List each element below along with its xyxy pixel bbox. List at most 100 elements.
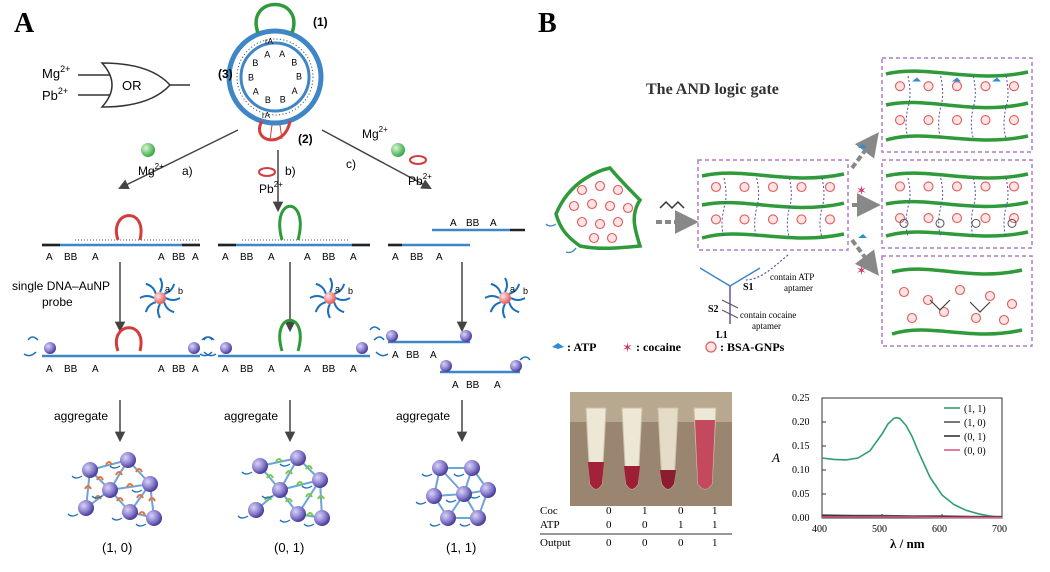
bsa-gnp <box>710 214 722 225</box>
tail <box>131 489 143 493</box>
arrow-to-both-box <box>850 238 879 276</box>
gnp-legend-icon <box>705 341 717 353</box>
bsa-gnp <box>898 286 910 298</box>
strand-letter: A <box>304 364 311 375</box>
atp-aptamer-2: aptamer <box>784 283 813 293</box>
atp-aptamer-1: contain ATP <box>770 272 814 282</box>
bound-cocaine <box>971 218 981 228</box>
bsa-gnp <box>576 184 588 196</box>
cocaine-marker-2: ✶ <box>856 263 867 278</box>
branch-b-ion: Pb2+ <box>259 180 283 196</box>
aggregate-row: aggregate aggregate aggregate (1, 0) (0,… <box>54 400 496 555</box>
strand-letter: BB <box>240 364 254 375</box>
strand-letter: A <box>46 364 53 375</box>
tail <box>109 465 121 469</box>
probe-b-label: b <box>178 286 183 296</box>
dna-strand <box>502 303 506 319</box>
strand-letter: A <box>392 350 399 361</box>
tail <box>261 495 273 499</box>
probe-b-label: b <box>348 286 353 296</box>
ring-label-2: (2) <box>298 132 313 146</box>
truth-cell: 0 <box>642 537 648 549</box>
loop-marker <box>96 476 104 481</box>
bsa-gnp <box>951 181 963 192</box>
aggregate-cluster-a <box>67 452 162 527</box>
dna-strand <box>489 301 502 313</box>
series-line <box>822 516 1002 519</box>
bsa-gnp <box>922 294 934 306</box>
bsa-gnp <box>951 81 963 92</box>
dna-strand <box>329 277 333 293</box>
bsa-gnp <box>894 114 906 126</box>
gate-input-pb: Pb2+ <box>42 86 68 103</box>
nanoparticle <box>470 510 486 526</box>
strand-letter: A <box>452 380 459 391</box>
bsa-gnp <box>588 232 600 244</box>
polymer-chain <box>885 69 1029 78</box>
strand-letter: A <box>222 252 229 263</box>
ring-letter: B <box>291 58 297 68</box>
bsa-gnp <box>739 214 750 225</box>
tail <box>445 499 457 503</box>
bsa-gnp <box>622 202 634 214</box>
bsa-gnp <box>980 181 991 192</box>
loop-marker <box>285 498 293 503</box>
bsa-gnp <box>894 81 906 92</box>
branch-b-step: b) <box>285 164 296 178</box>
strand-letter: BB <box>64 252 78 263</box>
s2-label: S2 <box>708 304 719 315</box>
x-tick-label: 500 <box>872 524 887 535</box>
bsa-gnp <box>796 181 807 193</box>
crosslinker <box>786 177 792 238</box>
strand-letter: BB <box>466 218 480 229</box>
pb-ion-c <box>409 155 427 165</box>
truth-cell: 0 <box>606 519 612 531</box>
coc-aptamer-1: contain cocaine <box>740 310 796 320</box>
loop-marker <box>135 468 143 473</box>
aggregate-label-b: aggregate <box>224 409 278 423</box>
dna-strand <box>159 277 163 293</box>
bsa-gnp <box>739 181 750 193</box>
coc-aptamer-2: aptamer <box>752 321 781 331</box>
y-tick-label: 0.00 <box>792 513 810 524</box>
strand-letter: A <box>268 252 275 263</box>
strand-letter: BB <box>172 364 186 375</box>
bsa-gnp <box>1008 213 1020 224</box>
y-tick-label: 0.10 <box>792 465 810 476</box>
bsa-gnp <box>970 312 982 324</box>
bsa-gnp <box>568 200 580 212</box>
truth-row-label: Coc <box>540 505 558 517</box>
loop-marker <box>305 465 313 470</box>
tail <box>67 513 79 517</box>
nanoparticle <box>248 502 264 518</box>
ring-label-1: (1) <box>313 15 328 29</box>
nanoparticle <box>290 506 306 522</box>
x-tick-label: 600 <box>932 524 947 535</box>
branch-a-step: a) <box>182 164 193 178</box>
strand-letter: BB <box>64 364 78 375</box>
bsa-gnp <box>980 81 991 92</box>
output-c: (1, 1) <box>446 540 476 555</box>
truth-cell: 0 <box>678 505 684 517</box>
bsa-gnp <box>980 114 991 126</box>
strand-letter: BB <box>172 252 186 263</box>
strand-letter: A <box>450 218 457 229</box>
dna-strand <box>508 301 520 314</box>
ring-letter: A <box>292 86 298 96</box>
polymer-chain <box>885 171 1029 180</box>
or-gate-symbol <box>100 62 172 108</box>
tail <box>279 519 291 523</box>
nanoparticle <box>426 488 442 504</box>
strand-letter: A <box>192 364 199 375</box>
bsa-gnp <box>796 214 807 225</box>
panel-b-legend: : ATP ✶ : cocaine : BSA-GNPs <box>552 340 785 355</box>
ring-ra-top: rA <box>265 37 274 46</box>
polymer-chain <box>554 166 643 251</box>
dna-strand <box>504 277 508 293</box>
bsa-gnp <box>923 181 934 192</box>
nanoparticle <box>78 500 94 516</box>
